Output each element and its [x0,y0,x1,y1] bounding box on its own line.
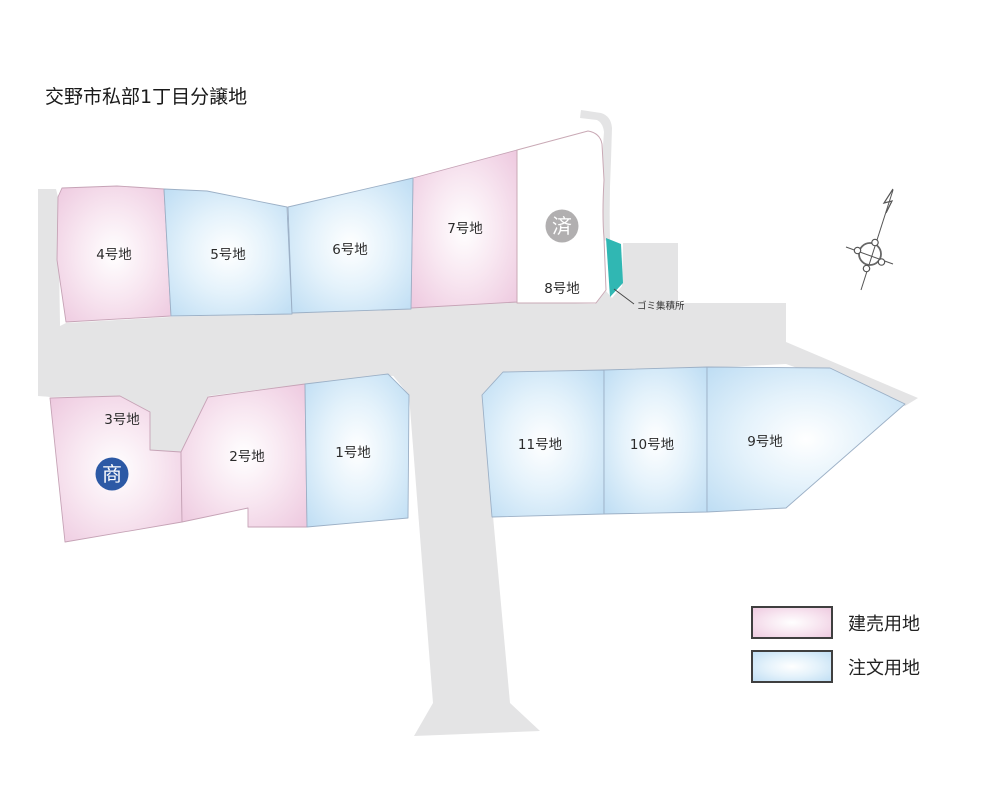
legend: 建売用地 注文用地 [751,606,920,683]
lot-7-label: 7号地 [447,221,483,237]
lot-2-label: 2号地 [229,449,265,465]
lot-4-label: 4号地 [96,247,132,263]
legend-custom-label: 注文用地 [848,658,920,679]
lot-9-shape [706,366,906,513]
legend-swatch-custom [751,650,833,683]
garbage-station-shape [606,238,623,297]
lot-10-label: 10号地 [630,437,675,453]
page-title: 交野市私部1丁目分譲地 [45,86,247,108]
sold-badge: 済 [545,209,579,243]
lot-8-label: 8号地 [544,281,580,297]
north-compass-icon [845,188,894,291]
lot-6-label: 6号地 [332,242,368,258]
lot-3-label: 3号地 [104,412,140,428]
garbage-station-label: ゴミ集積所 [637,300,685,312]
lot-6-shape [287,177,414,314]
lot-11-label: 11号地 [518,437,563,453]
lot-5-label: 5号地 [210,247,246,263]
lot-1-shape [304,373,410,528]
lot-5-shape [163,188,293,317]
garbage-leader-line [613,288,635,305]
legend-built-label: 建売用地 [848,614,920,635]
legend-swatch-built [751,606,833,639]
sold-badge-text: 済 [552,214,572,238]
road-curve-strip [580,110,612,241]
lot-2-shape [180,383,308,528]
negotiating-badge-text: 商 [102,462,122,486]
negotiating-badge: 商 [95,457,129,491]
road-diagonal-strip [786,342,918,406]
road-vertical [390,370,540,736]
lot-11-shape [481,369,605,518]
lot-9-label: 9号地 [747,434,783,450]
road-main [40,243,786,452]
lot-1-label: 1号地 [335,445,371,461]
